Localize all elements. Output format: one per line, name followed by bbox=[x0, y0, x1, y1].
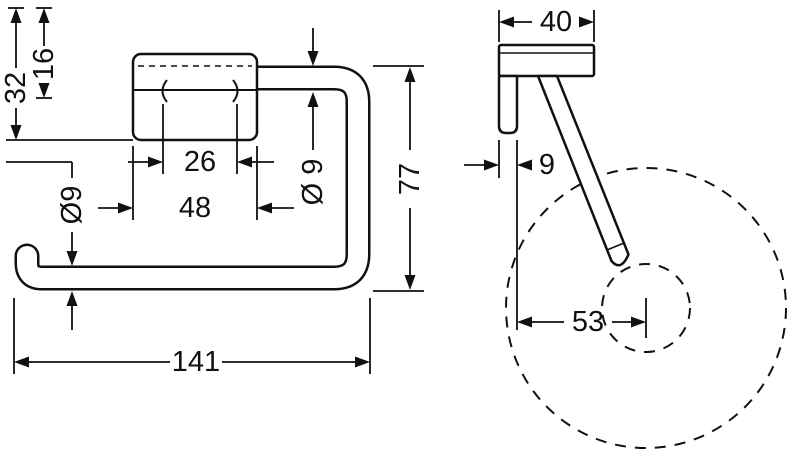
dim-9: 9 bbox=[464, 140, 555, 330]
dim-dia9-left: Ø9 bbox=[6, 161, 88, 330]
dim-26: 26 bbox=[128, 104, 274, 178]
dim-label-77: 77 bbox=[394, 163, 426, 195]
dim-77: 77 bbox=[373, 65, 426, 292]
dim-48: 48 bbox=[98, 146, 294, 224]
roll-arm bbox=[536, 74, 630, 267]
side-mounting-plate bbox=[497, 43, 596, 78]
dim-label-40: 40 bbox=[540, 6, 572, 38]
dim-dia9-right: Ø 9 bbox=[297, 28, 329, 205]
roll-core-circle bbox=[601, 263, 691, 353]
dim-label-9: 9 bbox=[539, 149, 555, 181]
dim-label-dia9-right: Ø 9 bbox=[297, 159, 329, 206]
dim-label-32: 32 bbox=[0, 72, 32, 104]
dim-label-16: 16 bbox=[28, 48, 60, 80]
dim-label-26: 26 bbox=[184, 146, 216, 178]
dim-53: 53 bbox=[517, 298, 647, 338]
dim-label-48: 48 bbox=[179, 192, 211, 224]
plate-slot-left bbox=[161, 79, 168, 103]
roll-arm-tip-seam bbox=[606, 242, 625, 251]
dim-32: 32 bbox=[0, 7, 133, 141]
plate-slot-right bbox=[232, 79, 239, 103]
dim-label-53: 53 bbox=[572, 306, 604, 338]
side-view: 40 9 53 bbox=[464, 6, 787, 449]
dim-40: 40 bbox=[498, 6, 595, 42]
holder-bar-fill bbox=[17, 68, 368, 288]
dim-label-dia9-left: Ø9 bbox=[56, 186, 88, 225]
dim-16: 16 bbox=[28, 7, 60, 99]
wall-bracket bbox=[497, 74, 519, 135]
front-mounting-plate bbox=[131, 52, 259, 142]
dim-141: 141 bbox=[13, 298, 371, 378]
front-view: 32 16 Ø9 26 bbox=[0, 7, 426, 378]
roll-outline-circle bbox=[505, 167, 787, 449]
dim-label-141: 141 bbox=[172, 346, 220, 378]
